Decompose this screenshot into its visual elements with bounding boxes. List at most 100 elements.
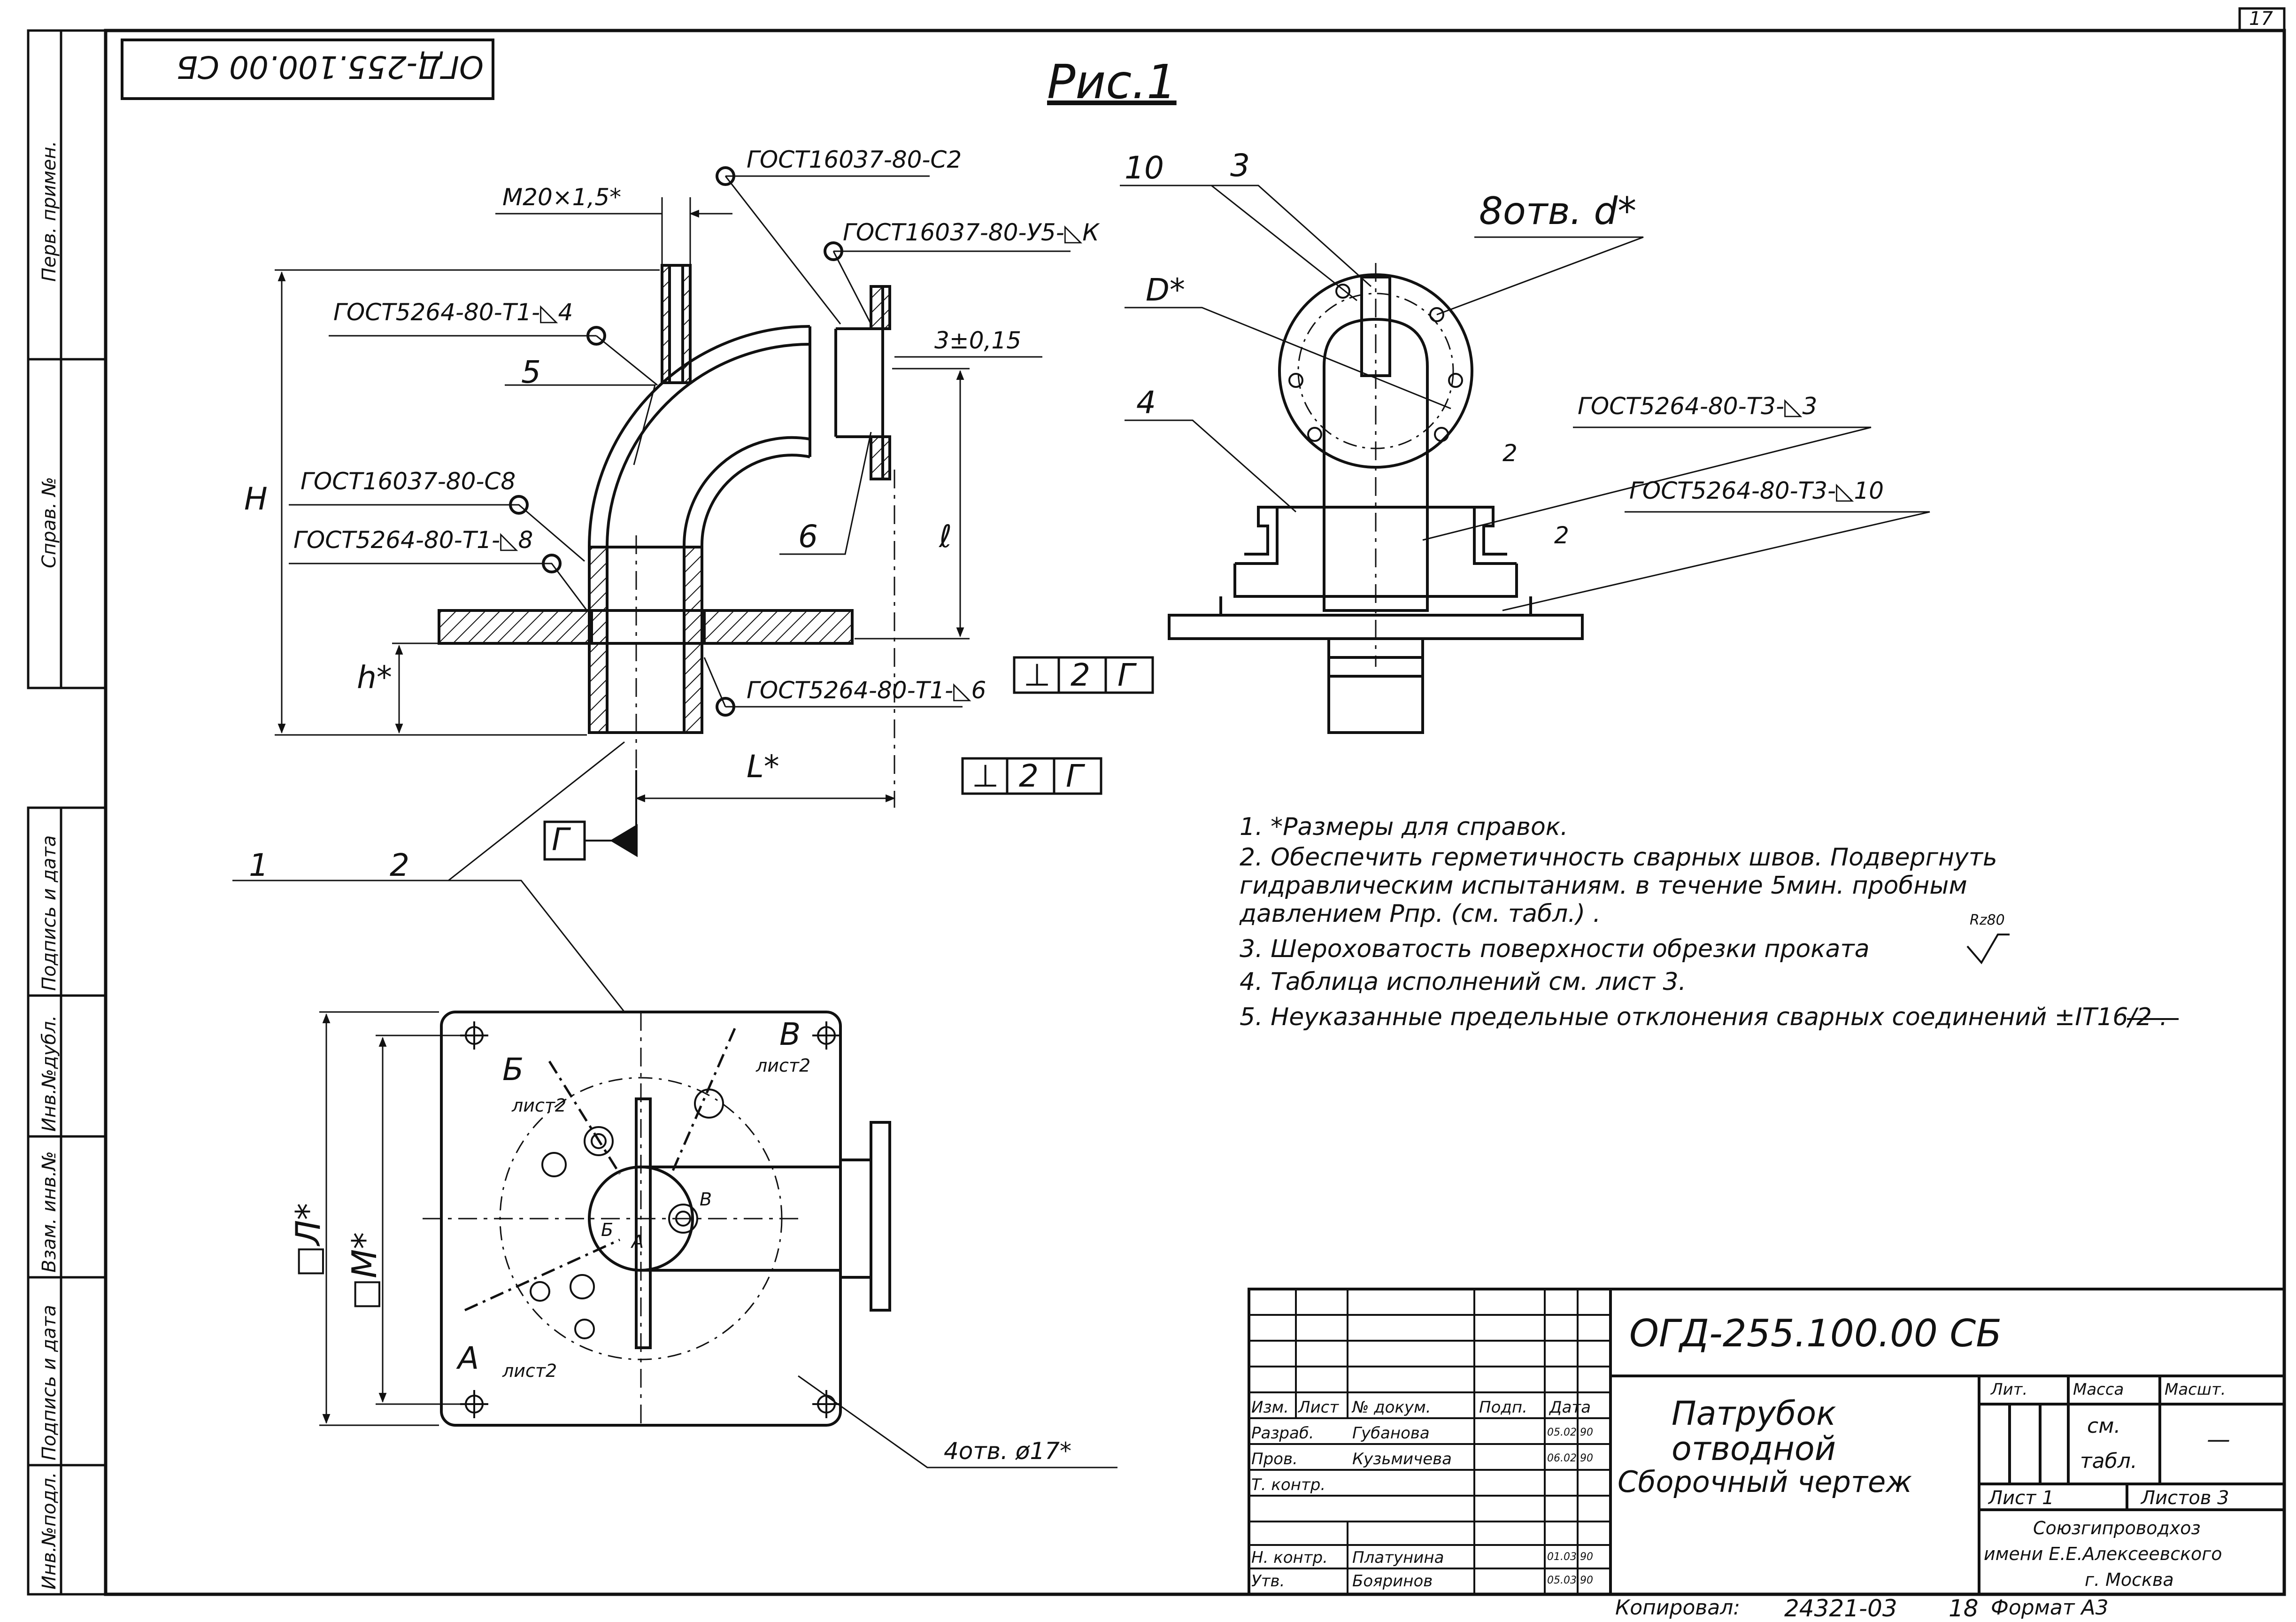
mass-value-1: см. [2087, 1414, 2121, 1438]
pos-3: 3 [1230, 147, 1250, 184]
mass-label: Масса [2073, 1380, 2124, 1399]
side-strip [27, 29, 107, 1596]
hdr-izm: Изм. [1251, 1398, 1289, 1417]
footer-copied: Копировал: [1615, 1596, 1741, 1620]
mass-value-2: табл. [2080, 1449, 2137, 1473]
role-tkontr: Т. контр. [1251, 1475, 1326, 1494]
pos-10: 10 [1125, 150, 1164, 186]
footer-number: 24321-03 [1784, 1595, 1897, 1622]
stamp-box [121, 39, 494, 100]
weld-label-t1-8: ГОСТ5264-80-Т1-◺8 [293, 526, 533, 554]
section-A-sheet: лист2 [502, 1360, 557, 1381]
section-V1: В [779, 1016, 801, 1052]
leg-2b: 2 [1554, 522, 1569, 549]
tol2-symbol: ⊥ [972, 758, 999, 794]
holes-d: 8отв. d* [1479, 189, 1637, 233]
tol2-value: 2 [1019, 758, 1039, 794]
title-block-frame [1248, 1288, 2286, 1596]
side-label-sign2: Подпись и дата [39, 1305, 60, 1460]
role-prov: Пров. [1251, 1450, 1298, 1468]
hdr-sign: Подп. [1479, 1398, 1527, 1417]
dim-3: 3±0,15 [934, 327, 1022, 354]
weld-label-t3-10: ГОСТ5264-80-Т3-◺10 [1629, 477, 1884, 504]
tol1-datum: Г [1117, 657, 1135, 693]
section-A-inner: А [632, 1231, 644, 1252]
sheet-frame [104, 7, 2286, 1596]
footer-format: Формат А3 [1991, 1596, 2109, 1620]
section-B-inner: Б [601, 1220, 614, 1240]
section-B1-sheet: лист2 [512, 1095, 567, 1116]
note-1: 1. *Размеры для справок. [1240, 813, 1568, 841]
figure-title: Рис.1 [1047, 54, 1177, 109]
weld-label-u5: ГОСТ16037-80-У5-◺К [843, 219, 1099, 246]
product-name-3: Сборочный чертеж [1618, 1465, 1912, 1499]
holes-17: 4отв. ø17* [944, 1437, 1071, 1465]
tol1-value: 2 [1071, 657, 1090, 693]
pos-5: 5 [521, 354, 541, 390]
roughness-icon [1966, 934, 2010, 965]
side-label-vzam: Взам. инв.№ [39, 1151, 60, 1273]
section-V1-sheet: лист2 [756, 1055, 811, 1076]
dim-H: Н [244, 481, 268, 517]
weld-label-t1-4: ГОСТ5264-80-Т1-◺4 [333, 299, 573, 326]
side-label-dubl: Инв.№дубл. [39, 1015, 60, 1132]
lit-label: Лит. [1991, 1380, 2028, 1399]
org-line-2: имени Е.Е.Алексеевского [1984, 1544, 2222, 1564]
note-5: 5. Неуказанные предельные отклонения сва… [1240, 1003, 2168, 1031]
name-prov: Кузьмичева [1352, 1450, 1452, 1468]
dim-sqM: □М* [345, 1232, 384, 1310]
note-2c: давлением Рпр. (см. табл.) . [1240, 900, 1601, 928]
dim-L: L* [747, 749, 779, 785]
stamp-code: ОГД-255.100.00 СБ [176, 49, 484, 85]
leg-2a: 2 [1502, 440, 1518, 467]
datum-G: Г [552, 821, 569, 857]
sheets-label: Листов 3 [2141, 1487, 2229, 1509]
thread-callout: М20×1,5* [502, 184, 622, 211]
side-label-podl: Инв.№подл. [39, 1472, 60, 1590]
tol2-datum: Г [1066, 758, 1083, 794]
note-4: 4. Таблица исполнений см. лист 3. [1240, 968, 1687, 996]
date-razrab: 05.02.90 [1547, 1427, 1593, 1438]
section-V-inner: В [700, 1189, 712, 1210]
name-utv: Бояринов [1352, 1572, 1433, 1591]
main-view [232, 166, 1154, 1012]
section-A: А [458, 1340, 479, 1376]
tol1-symbol: ⊥ [1024, 657, 1051, 693]
role-razrab: Разраб. [1251, 1424, 1314, 1443]
role-utv: Утв. [1251, 1572, 1285, 1591]
side-label-sprav: Справ. № [39, 477, 60, 568]
side-view [1120, 185, 1930, 734]
date-prov: 06.02.90 [1547, 1452, 1593, 1464]
doc-code: ОГД-255.100.00 СБ [1629, 1312, 2002, 1355]
name-razrab: Губанова [1352, 1424, 1430, 1443]
scale-value: — [2207, 1426, 2230, 1453]
pos-2: 2 [390, 847, 409, 883]
dim-sqL: □Л* [288, 1203, 328, 1277]
pos-1: 1 [249, 847, 269, 883]
pos-6: 6 [798, 518, 818, 555]
footer-page: 18 [1949, 1595, 1979, 1622]
dim-l: ℓ [939, 518, 952, 555]
dim-h: h* [357, 659, 392, 695]
date-nkontr: 01.03.90 [1547, 1551, 1593, 1563]
pos-4: 4 [1136, 385, 1156, 421]
dim-D: D* [1146, 272, 1185, 308]
weld-label-c8: ГОСТ16037-80-С8 [300, 468, 516, 495]
note-2b: гидравлическим испытаниям. в течение 5ми… [1240, 872, 1967, 900]
name-nkontr: Платунина [1352, 1548, 1444, 1567]
sheet-number: 17 [2249, 8, 2273, 30]
hdr-doc: № докум. [1352, 1398, 1431, 1417]
date-utv: 05.03.90 [1547, 1575, 1593, 1586]
sheet-label: Лист 1 [1988, 1487, 2054, 1509]
weld-label-t1-6: ГОСТ5264-80-Т1-◺6 [747, 677, 986, 704]
note-2a: 2. Обеспечить герметичность сварных швов… [1240, 843, 1997, 872]
weld-label-c2: ГОСТ16037-80-С2 [747, 146, 962, 173]
role-nkontr: Н. контр. [1251, 1548, 1328, 1567]
org-line-3: г. Москва [2085, 1569, 2174, 1590]
section-B1: Б [502, 1051, 524, 1088]
product-name-1: Патрубок [1672, 1394, 1836, 1433]
scale-label: Масшт. [2165, 1380, 2226, 1399]
hdr-date: Дата [1549, 1398, 1591, 1417]
side-label-perv: Перв. примен. [39, 140, 60, 282]
